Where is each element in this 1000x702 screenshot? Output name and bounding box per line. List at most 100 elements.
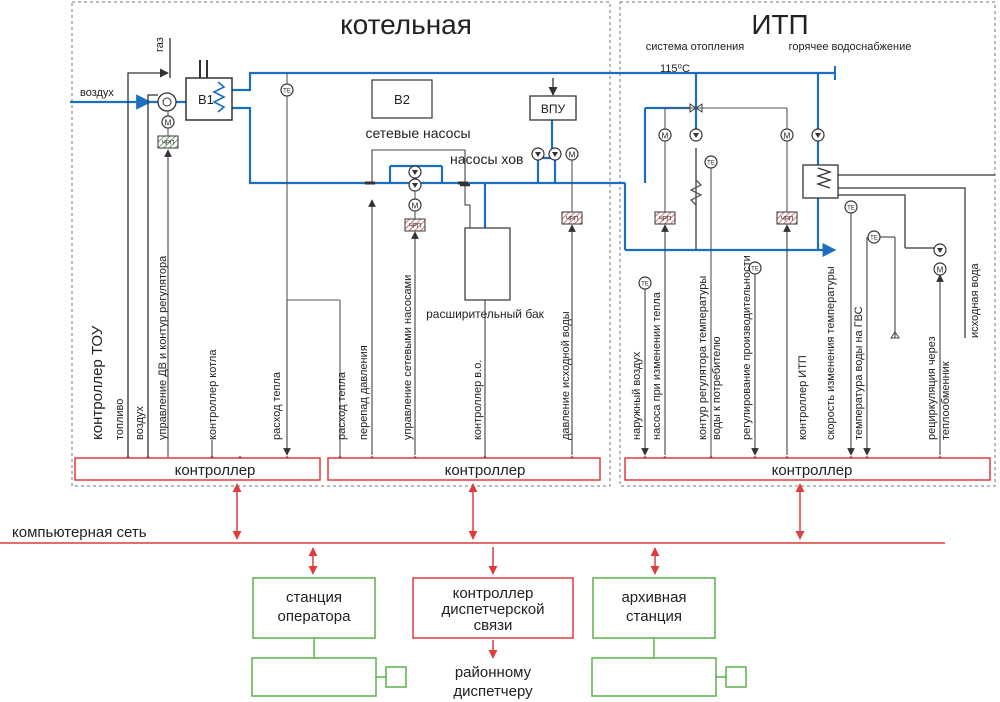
district-line1: районному: [455, 664, 532, 681]
itp-dhw-pipes: [695, 148, 995, 338]
fan-icon: [157, 92, 177, 112]
operator-monitor[interactable]: [251, 657, 377, 697]
hot-water-label: горячее водоснабжение: [789, 41, 912, 53]
motor-label: M: [569, 151, 576, 160]
signal-raw-water-label: давление исходной воды: [560, 311, 572, 440]
b2-label: В2: [394, 92, 410, 107]
dispatch-line3: связи: [474, 617, 513, 634]
hov-pump-motor-icon: M: [565, 147, 579, 161]
vpu-label: ВПУ: [541, 102, 566, 116]
signal-consumer-label: воды к потребителю: [711, 336, 723, 440]
heat-exchanger-coil: [815, 167, 833, 189]
network-pump-2-icon: [408, 178, 422, 192]
signal-dhw-rate-label: скорость изменения температуры: [825, 266, 837, 440]
heating-system-label: система отопления: [646, 41, 745, 53]
network-pumps-label: сетевые насосы: [365, 125, 470, 141]
network-pump-motor-icon: M: [408, 198, 422, 212]
te-label: ТЕ: [751, 267, 759, 273]
te-dhw-rate-icon: ТЕ: [844, 200, 858, 214]
controller-water-label: контроллер: [445, 462, 526, 479]
hov-vfd-icon: ЧРП: [561, 211, 583, 225]
te-dhw-temp-icon: ТЕ: [867, 230, 881, 244]
archive-station[interactable]: архивная станция: [592, 577, 716, 639]
signal-heat-flow2-label: расход тепла: [336, 371, 348, 440]
operator-station-line1: станция: [286, 589, 342, 606]
te-label: ТЕ: [283, 89, 291, 95]
hov-pumps-label: насосы хов: [450, 151, 523, 167]
network-pumps-bracket: [371, 149, 466, 183]
archive-monitor[interactable]: [591, 657, 717, 697]
heating-vfd-icon: ЧРП: [654, 211, 676, 225]
te-consumer-icon: ТЕ: [704, 155, 718, 169]
tou-controller-label: контроллер ТОУ: [89, 325, 106, 440]
te-outdoor-icon: ТЕ: [638, 276, 652, 290]
fan-hub-icon: [162, 97, 172, 107]
signal-outdoor-label: наружный воздух: [631, 351, 643, 440]
itp-zone-title: ИТП: [751, 9, 808, 40]
motor-label: M: [937, 266, 944, 275]
dispatch-line2: диспетчерской: [442, 601, 545, 618]
te-label: ТЕ: [707, 161, 715, 167]
operator-station-line2: оператора: [278, 608, 352, 625]
vfd-label: ЧРП: [162, 141, 174, 147]
signal-wt-ctrl-label: контроллер в.о.: [472, 360, 484, 440]
tank-connection: [464, 183, 471, 228]
boiler-zone-frame: [71, 1, 611, 487]
vfd-label: ЧРП: [781, 217, 793, 223]
vfd-label: ЧРП: [409, 224, 421, 230]
signal-recirc-label: рециркуляция через: [926, 336, 938, 440]
heating-pump-icon: [689, 128, 703, 142]
hov-pump-2-icon: [548, 147, 562, 161]
controller-water[interactable]: контроллер: [327, 457, 601, 481]
hov-pump-1-icon: [531, 147, 545, 161]
heat-exchanger: [802, 164, 839, 199]
te-label: ТЕ: [847, 206, 855, 212]
boiler-b1: В1: [185, 60, 233, 121]
recirc-motor-icon: M: [933, 262, 947, 276]
network-links: [232, 483, 805, 575]
te-sensor-supply-icon: ТЕ: [280, 83, 294, 97]
vfd-label: ЧРП: [659, 217, 671, 223]
air-label: воздух: [80, 87, 114, 99]
district-line2: диспетчеру: [453, 683, 533, 700]
te-label: ТЕ: [641, 282, 649, 288]
signal-pumps-label: управление сетевыми насосами: [402, 275, 414, 440]
signal-boiler-ctrl-label: контроллер котла: [207, 349, 219, 440]
dhw-pump-icon: [811, 128, 825, 142]
controller-itp[interactable]: контроллер: [624, 457, 991, 481]
dhw-pump-motor-icon: M: [780, 128, 794, 142]
devices-layer: M ЧРП ТЕ M ЧРП M ЧРП M ТЕ ЧРП M ЧРП ТЕ ТЕ ТЕ ТЕ M: [157, 73, 947, 458]
gas-label: газ: [154, 37, 166, 52]
source-water-label: исходная вода: [969, 262, 981, 338]
signal-dv-label: управление ДВ и контур регулятора: [157, 255, 169, 440]
signal-air-label: воздух: [134, 406, 146, 440]
dispatch-controller[interactable]: контроллер диспетчерской связи: [412, 577, 574, 639]
network-label: компьютерная сеть: [12, 524, 147, 541]
signal-temp-loop-label: контур регулятора температуры: [697, 276, 709, 440]
temperature-label: 115⁰С: [660, 63, 690, 75]
signal-pressure-label: перепад давления: [358, 345, 370, 440]
controller-boiler[interactable]: контроллер: [74, 457, 321, 481]
network-pump-vfd-icon: ЧРП: [404, 218, 426, 232]
vfd-label: ЧРП: [566, 217, 578, 223]
fan-motor-icon: M: [161, 115, 175, 129]
network-pump-1-icon: [408, 165, 422, 179]
expansion-tank: [464, 227, 511, 301]
operator-station[interactable]: станция оператора: [252, 577, 376, 639]
motor-label: M: [784, 132, 791, 141]
motor-label: M: [662, 132, 669, 141]
te-label: ТЕ: [870, 236, 878, 242]
coil-element: [689, 179, 703, 206]
motor-label: M: [165, 119, 172, 128]
boiler-zone-title: котельная: [340, 9, 472, 40]
archive-peripheral[interactable]: [725, 666, 747, 688]
controller-boiler-label: контроллер: [175, 462, 256, 479]
signal-heat-flow-label: расход тепла: [271, 371, 283, 440]
signal-heat-pump-label: насоса при изменении тепла: [651, 291, 663, 440]
b1-label: В1: [198, 92, 214, 107]
heating-pump-motor-icon: M: [658, 128, 672, 142]
vpu-box: [529, 95, 577, 121]
air-signal-line: [147, 94, 158, 458]
operator-peripheral[interactable]: [385, 666, 407, 688]
